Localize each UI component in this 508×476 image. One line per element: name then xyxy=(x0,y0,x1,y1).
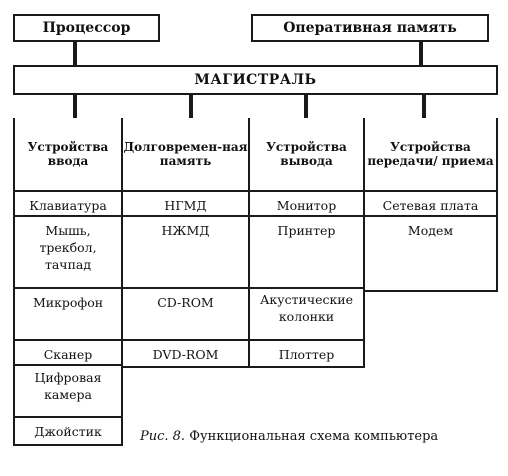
processor-connector xyxy=(73,42,77,66)
list-item: Цифровая камера xyxy=(15,366,121,418)
network-devices-header: Устройства передачи/ приема xyxy=(365,118,496,192)
ram-connector xyxy=(419,42,423,66)
list-item: CD-ROM xyxy=(123,289,248,341)
network-connector xyxy=(422,95,426,119)
figure-caption: Рис. 8. Функциональная схема компьютера xyxy=(140,429,438,444)
input-devices-header: Устройства ввода xyxy=(15,118,121,192)
list-item: Клавиатура xyxy=(15,192,121,217)
list-item: Монитор xyxy=(250,192,363,217)
list-item: Модем xyxy=(407,223,454,238)
list-item: Акустические колонки xyxy=(250,289,363,341)
ram-label: Оперативная память xyxy=(283,20,457,36)
list-item: Мышь, трекбол, тачпад xyxy=(15,217,121,289)
output-devices-header: Устройства вывода xyxy=(250,118,363,192)
list-item: DVD-ROM xyxy=(152,347,219,362)
list-item: НГМД xyxy=(123,192,248,217)
list-item: Микрофон xyxy=(15,289,121,341)
list-item: Сетевая плата xyxy=(365,192,496,217)
list-item: Принтер xyxy=(250,217,363,289)
input-devices-column: Устройства ввода Клавиатура Мышь, трекбо… xyxy=(13,118,123,446)
list-item: Плоттер xyxy=(278,347,335,362)
output-connector xyxy=(304,95,308,119)
bus-label: МАГИСТРАЛЬ xyxy=(194,72,317,88)
storage-column: Долговремен-ная память НГМД НЖМД CD-ROM … xyxy=(121,118,250,368)
processor-box: Процессор xyxy=(13,14,160,42)
storage-header: Долговремен-ная память xyxy=(123,118,248,192)
output-devices-column: Устройства вывода Монитор Принтер Акусти… xyxy=(248,118,365,368)
figure-number: Рис. 8. xyxy=(140,429,186,444)
list-item: Джойстик xyxy=(34,424,102,439)
processor-label: Процессор xyxy=(42,20,131,36)
input-connector xyxy=(73,95,77,119)
list-item: Сканер xyxy=(15,341,121,366)
storage-connector xyxy=(189,95,193,119)
bus-box: МАГИСТРАЛЬ xyxy=(13,65,498,95)
network-devices-column: Устройства передачи/ приема Сетевая плат… xyxy=(363,118,498,292)
list-item: НЖМД xyxy=(123,217,248,289)
ram-box: Оперативная память xyxy=(251,14,489,42)
figure-title: Функциональная схема компьютера xyxy=(189,429,439,444)
